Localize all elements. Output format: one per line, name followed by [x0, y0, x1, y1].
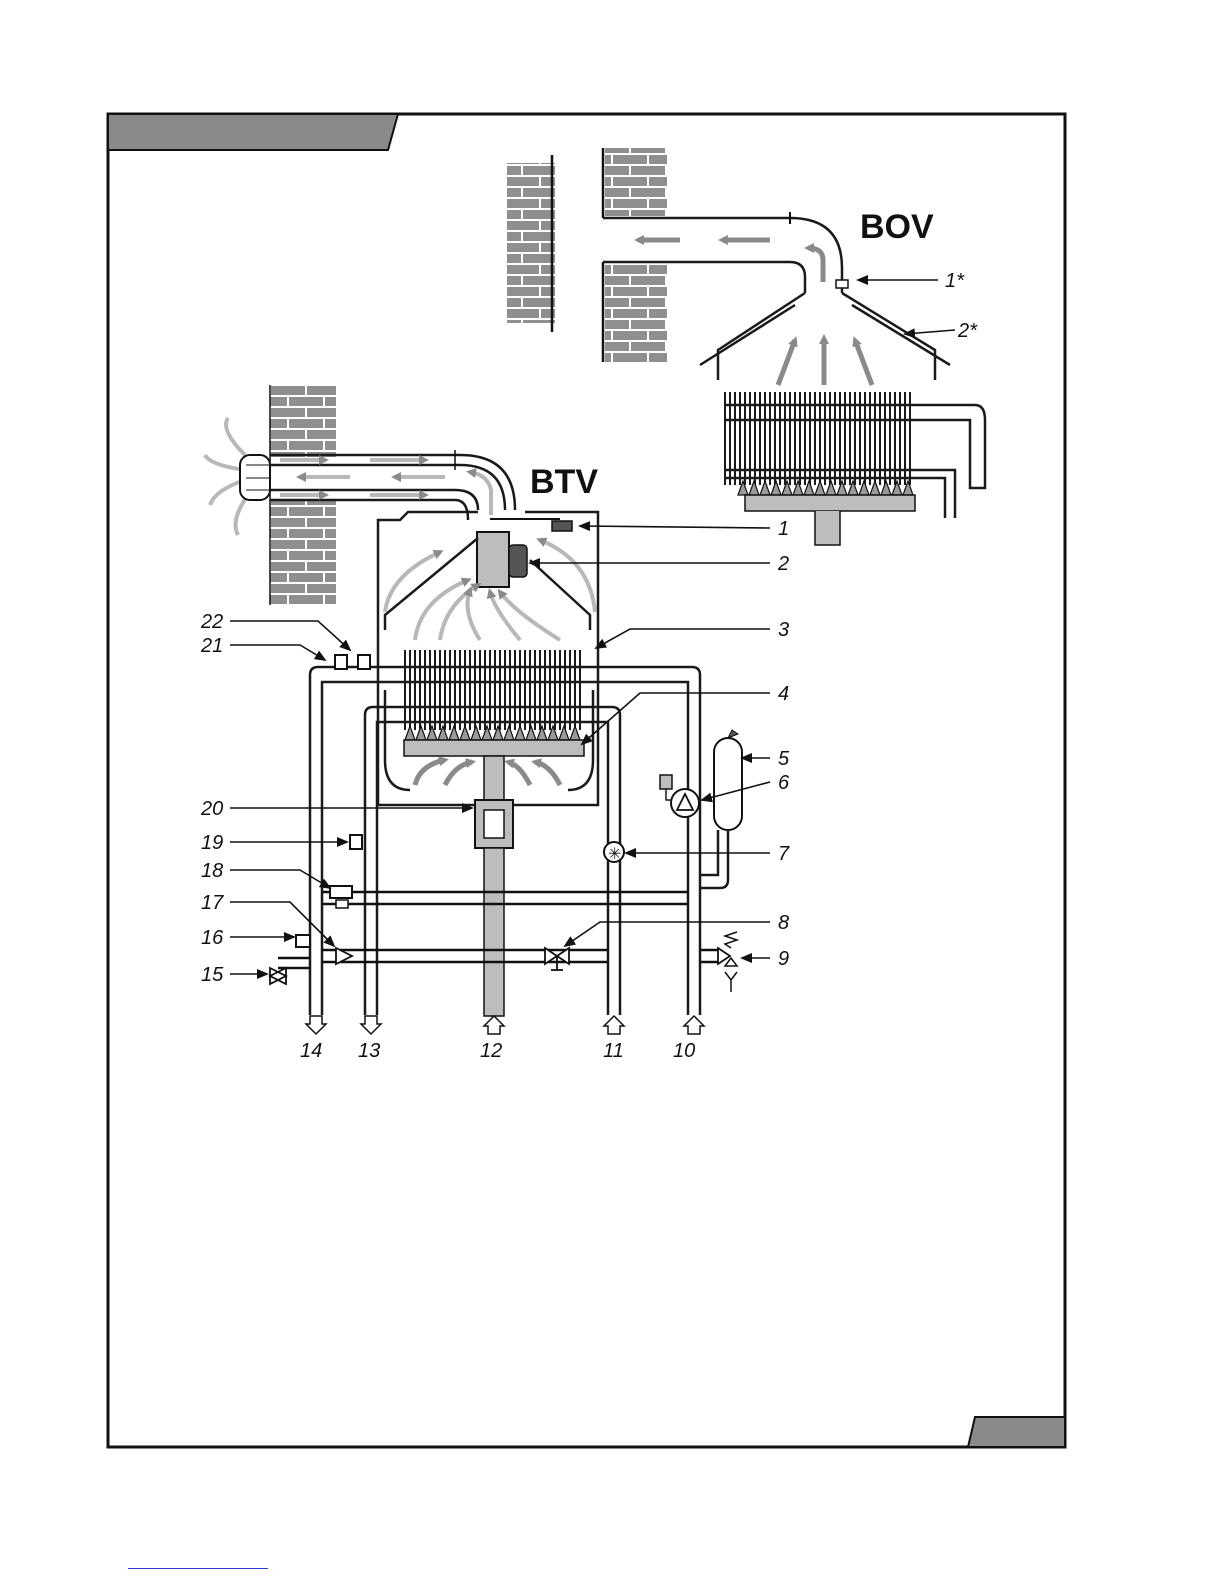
callout-18: 18 [201, 860, 223, 882]
bov-wall-upper [605, 148, 667, 216]
btv-heat-exchanger [405, 650, 580, 730]
callout-1: 1 [778, 518, 789, 540]
btv-title: BTV [530, 463, 598, 501]
air-vent [660, 775, 672, 789]
btv-wall-upper [270, 385, 336, 457]
callout-17: 17 [201, 892, 224, 914]
bov-wall-lower [605, 262, 667, 362]
expansion-vessel [714, 738, 742, 830]
footer-tab [968, 1417, 1065, 1447]
callout-4: 4 [778, 683, 789, 705]
callout-7: 7 [778, 843, 790, 865]
callout-1-star: 1* [945, 270, 965, 292]
callout-2-star: 2* [957, 320, 978, 342]
burner-flame [405, 726, 415, 740]
btv-wall-lower [270, 500, 336, 605]
burner-flame [870, 481, 880, 495]
callout-3: 3 [778, 619, 789, 641]
drain-fitting [296, 935, 310, 947]
footer-link-underline [128, 1568, 268, 1569]
connection-14-arrow [306, 1016, 326, 1034]
bov-wall-left [507, 163, 555, 323]
bov-burner [745, 495, 915, 511]
header-tab [108, 114, 398, 150]
fan-motor [509, 545, 527, 577]
callout-19: 19 [201, 832, 223, 854]
connection-12: 12 [480, 1040, 502, 1062]
callout-20: 20 [200, 798, 223, 820]
burner-flame [570, 726, 580, 740]
callout-5: 5 [778, 748, 790, 770]
temperature-sensor [350, 835, 362, 849]
callout-21: 21 [200, 635, 223, 657]
bov-title: BOV [860, 208, 934, 246]
connection-14: 14 [300, 1040, 322, 1062]
connection-10: 10 [673, 1040, 695, 1062]
drain-valve [270, 968, 286, 984]
callout-2: 2 [777, 553, 789, 575]
gas-pipe [484, 848, 504, 1016]
callout-15: 15 [201, 964, 224, 986]
page-frame [108, 114, 1065, 1447]
callout-8: 8 [778, 912, 789, 934]
main-burner [404, 740, 584, 756]
callout-6: 6 [778, 772, 790, 794]
air-pressure-switch [552, 521, 572, 531]
burner-flame [815, 481, 825, 495]
connection-13: 13 [358, 1040, 380, 1062]
connection-11: 11 [603, 1040, 624, 1062]
fan-housing [477, 532, 509, 587]
connection-12-arrow [484, 1016, 504, 1034]
btv-section: BTV [200, 385, 790, 1062]
connection-11-arrow [604, 1016, 624, 1034]
burner-flame [760, 481, 770, 495]
connection-10-arrow [684, 1016, 704, 1034]
callout-16: 16 [201, 927, 224, 949]
flue-sensor-bov [836, 280, 848, 288]
burner-flame [515, 726, 525, 740]
bypass-valve [330, 886, 352, 898]
callout-22: 22 [200, 611, 223, 633]
svg-text:✳: ✳ [608, 844, 621, 863]
callout-9: 9 [778, 948, 789, 970]
connection-13-arrow [361, 1016, 381, 1034]
burner-flame [460, 726, 470, 740]
